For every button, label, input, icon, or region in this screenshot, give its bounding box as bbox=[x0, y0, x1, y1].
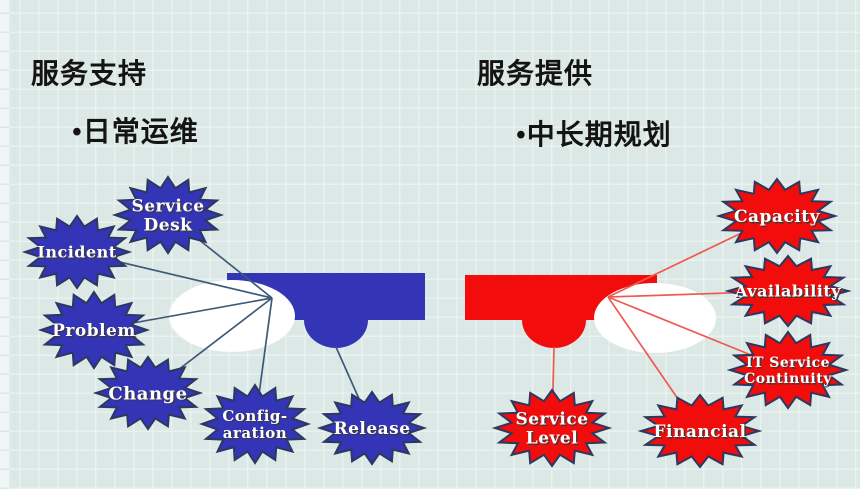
slide-edge-strip bbox=[0, 0, 10, 489]
availability-starburst bbox=[724, 254, 852, 328]
service-delivery-hub-ellipse bbox=[594, 283, 716, 353]
service-desk-label-shadow: Service bbox=[133, 198, 206, 218]
configuration-starburst bbox=[198, 383, 312, 465]
capacity-label: Capacity bbox=[734, 207, 821, 227]
service-support-hub-figure bbox=[169, 273, 425, 352]
financial-label-shadow: Financial bbox=[655, 423, 748, 443]
it-service-continuity-label: IT Service bbox=[746, 355, 830, 371]
financial-label: Financial bbox=[653, 422, 746, 442]
service-level-label: Level bbox=[526, 428, 578, 448]
problem-label: Problem bbox=[52, 321, 136, 341]
group-service-delivery: CapacityCapacityAvailabilityAvailability… bbox=[465, 177, 852, 469]
problem-starburst bbox=[37, 290, 151, 370]
capacity-starburst bbox=[715, 177, 839, 255]
incident-label-shadow: Incident bbox=[39, 244, 118, 263]
capacity-label-shadow: Capacity bbox=[735, 208, 822, 228]
problem-label-shadow: Problem bbox=[54, 322, 138, 342]
it-service-continuity-label: Continuity bbox=[744, 371, 832, 387]
configuration-label: Config- bbox=[222, 407, 287, 425]
configuration-label-shadow: aration bbox=[224, 425, 288, 443]
service-desk-label: Service bbox=[131, 196, 204, 216]
financial-starburst bbox=[637, 393, 763, 469]
service-level-label-shadow: Level bbox=[527, 430, 579, 450]
change-label-shadow: Change bbox=[110, 385, 189, 406]
release-label: Release bbox=[333, 419, 410, 439]
release-label-shadow: Release bbox=[335, 420, 412, 440]
service-support-hub-ellipse bbox=[169, 280, 295, 352]
service-level-starburst bbox=[491, 388, 613, 468]
service-delivery-hub-figure bbox=[465, 275, 716, 353]
group-service-support: ServiceServiceDeskDeskIncidentIncidentPr… bbox=[21, 175, 428, 466]
service-level-label: Service bbox=[515, 409, 588, 429]
availability-label-shadow: Availability bbox=[735, 283, 842, 302]
it-service-continuity-starburst bbox=[726, 330, 850, 410]
service-level-label-shadow: Service bbox=[517, 411, 590, 431]
incident-starburst bbox=[21, 214, 133, 290]
incident-label: Incident bbox=[37, 243, 116, 262]
service-desk-label-shadow: Desk bbox=[145, 217, 195, 237]
left-section-bullet: •日常运维 bbox=[72, 117, 199, 148]
configuration-label: aration bbox=[223, 424, 287, 442]
change-starburst bbox=[92, 355, 204, 431]
service-desk-starburst bbox=[111, 175, 225, 255]
configuration-label-shadow: Config- bbox=[224, 408, 289, 426]
availability-label: Availability bbox=[734, 282, 841, 301]
it-service-continuity-label-shadow: IT Service bbox=[747, 356, 831, 372]
release-starburst bbox=[316, 390, 428, 466]
left-section-title: 服务支持 bbox=[31, 59, 148, 90]
right-section-bullet: •中长期规划 bbox=[516, 120, 672, 151]
right-section-title: 服务提供 bbox=[477, 59, 594, 90]
service-desk-label: Desk bbox=[144, 215, 194, 235]
change-label: Change bbox=[108, 383, 187, 404]
it-service-continuity-label-shadow: Continuity bbox=[746, 372, 834, 388]
